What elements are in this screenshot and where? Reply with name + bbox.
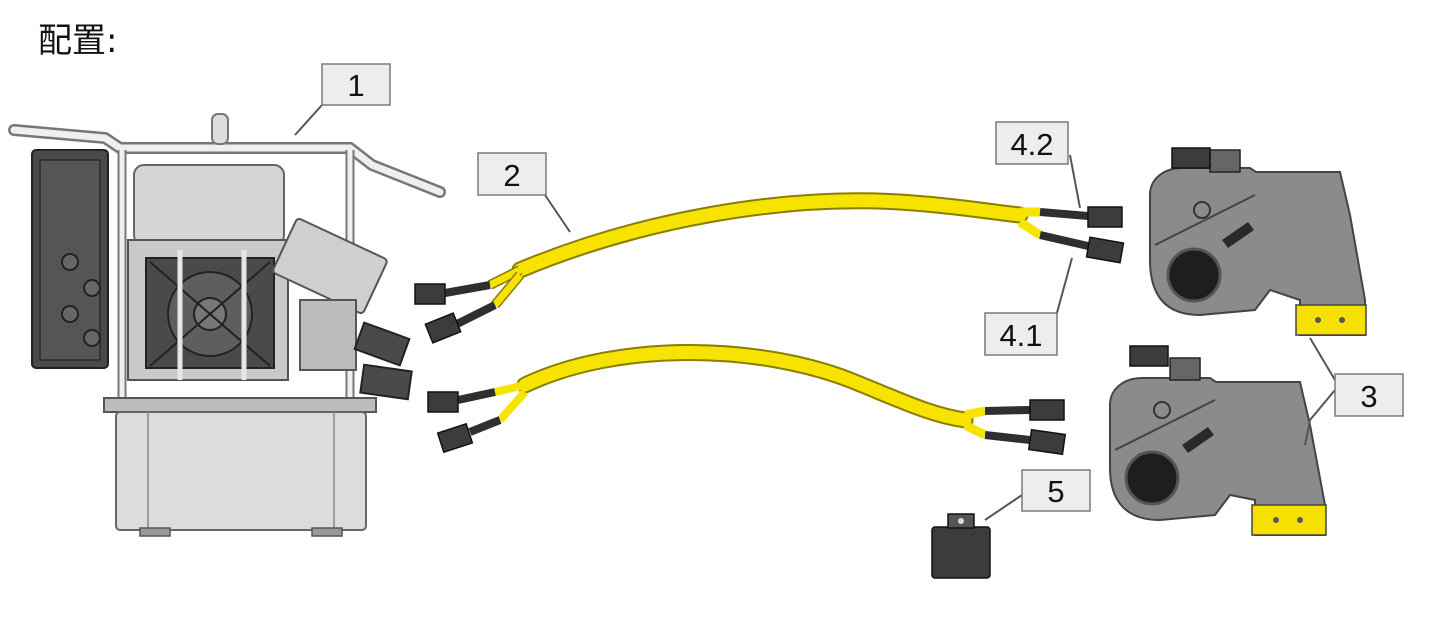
callout-5-label: 5 bbox=[1047, 474, 1064, 509]
page-title: 配置: bbox=[38, 21, 117, 61]
adapter-block bbox=[931, 513, 991, 579]
hose-set-upper bbox=[414, 192, 1125, 344]
hose-set-lower bbox=[427, 344, 1067, 456]
callout-1: 1 bbox=[321, 63, 391, 106]
callout-3-label: 3 bbox=[1360, 379, 1377, 414]
torque-wrench-upper bbox=[1149, 147, 1367, 336]
torque-wrench-lower bbox=[1109, 345, 1327, 536]
callout-4-2: 4.2 bbox=[995, 121, 1069, 165]
callout-1-label: 1 bbox=[347, 68, 364, 103]
callout-4-1: 4.1 bbox=[984, 312, 1058, 356]
callout-3: 3 bbox=[1334, 373, 1404, 417]
hydraulic-pump bbox=[8, 113, 446, 537]
callout-4-1-label: 4.1 bbox=[999, 318, 1042, 353]
callout-5: 5 bbox=[1021, 469, 1091, 512]
callout-2: 2 bbox=[477, 152, 547, 196]
callout-4-2-label: 4.2 bbox=[1010, 127, 1053, 162]
leader-lines bbox=[294, 104, 1336, 521]
callout-2-label: 2 bbox=[503, 158, 520, 193]
